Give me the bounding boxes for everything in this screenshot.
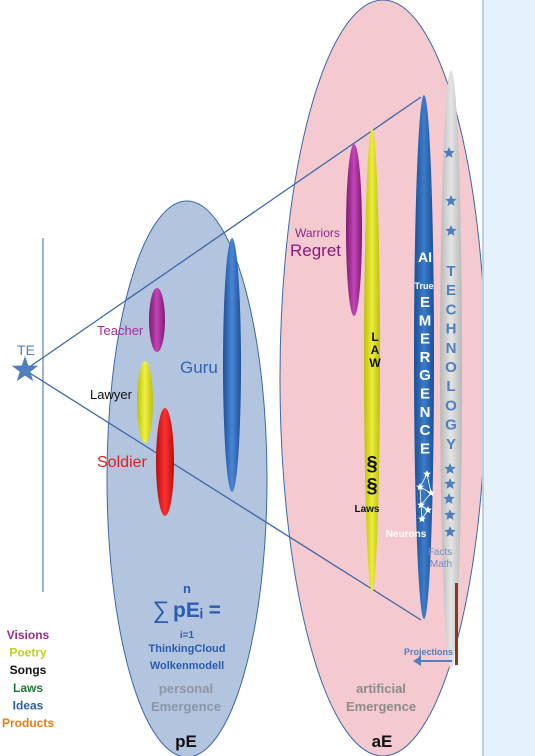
technology-letter: G (445, 417, 457, 434)
law-letter: A (371, 343, 380, 357)
emergence-letter: R (420, 349, 431, 366)
law-letter: W (369, 356, 381, 370)
pe-caption-2: Emergence (151, 699, 221, 714)
teacher-shape (149, 288, 165, 352)
star-icon (444, 478, 456, 489)
legend-item: Laws (13, 681, 43, 695)
technology-letter: Y (446, 436, 456, 453)
te-star-icon (11, 356, 39, 382)
legend-item: Ideas (13, 698, 44, 712)
law-vertical-text: LAW (369, 330, 381, 370)
soldier-label: Soldier (97, 454, 147, 471)
formula-n: n (183, 581, 191, 596)
star-icon (443, 147, 455, 158)
te-label: TE (17, 342, 35, 358)
legend-item: Products (2, 716, 54, 730)
ae-caption-2: Emergence (346, 699, 416, 714)
pe-ellipse (106, 200, 268, 756)
neurons-label: Neurons (386, 529, 427, 540)
star-icon (444, 526, 456, 537)
neuron-network (416, 470, 435, 523)
star-icon (443, 493, 455, 504)
star-icon (444, 463, 456, 474)
legend-item: Poetry (9, 646, 47, 660)
lawyer-shape (137, 361, 153, 443)
emergence-letter: C (420, 422, 431, 439)
guru-shape (223, 238, 241, 492)
emergence-letter: E (420, 331, 430, 348)
soldier-shape (156, 408, 174, 516)
star-icon (427, 489, 435, 497)
pe-label: pE (175, 732, 197, 751)
technology-letter: L (446, 378, 455, 395)
regret-shape (346, 144, 362, 316)
wolkenmodell-label: Wolkenmodell (150, 660, 224, 672)
side-panel (482, 0, 535, 756)
technology-letter: H (446, 321, 457, 338)
lawyer-label: Lawyer (90, 387, 133, 402)
emergence-letter: E (420, 440, 430, 457)
emergence-letter: M (419, 312, 432, 329)
paragraph-sign: § (366, 475, 377, 497)
technology-letter: O (445, 397, 457, 414)
thinking-cloud-label: ThinkingCloud (149, 643, 226, 655)
legend-item: Visions (7, 628, 50, 642)
law-letter: L (371, 330, 378, 344)
paragraph-sign: § (366, 453, 377, 475)
star-icon (417, 501, 425, 509)
star-icon (416, 483, 424, 491)
projections-arrow-icon (413, 656, 421, 666)
legend-item: Songs (10, 663, 47, 677)
technology-letter: E (446, 282, 456, 299)
technology-letter: C (446, 301, 457, 318)
projections-bar (455, 583, 458, 665)
formula-i: i=1 (180, 630, 195, 641)
emergence-letter: N (420, 404, 431, 421)
laws-label: Laws (354, 504, 379, 515)
regret-label: Regret (290, 241, 341, 260)
formula-sigma: ∑ (152, 597, 169, 624)
facts-label: Facts (428, 547, 452, 558)
technology-letter: T (446, 263, 455, 280)
emergence-letter: E (420, 386, 430, 403)
paragraph-signs: §§ (366, 453, 377, 497)
star-icon (445, 195, 457, 206)
emergence-letter: E (420, 294, 430, 311)
star-icon (418, 515, 426, 523)
ae-label: aE (372, 732, 393, 751)
ae-caption-1: artificial (356, 681, 406, 696)
formula-main: pEᵢ = (173, 599, 221, 622)
technology-shape (440, 70, 462, 670)
guru-label: Guru (180, 358, 218, 377)
pe-caption-1: personal (159, 681, 213, 696)
star-icon (444, 509, 456, 520)
projections-label: Projections (404, 647, 453, 657)
technology-letter: O (445, 359, 457, 376)
cone-line-top (24, 96, 422, 371)
emergence-diagram: TE Teacher Lawyer Soldier Guru n ∑ pEᵢ =… (2, 0, 482, 756)
star-icon (423, 470, 431, 478)
math-label: Math (430, 559, 452, 570)
star-icon (424, 506, 432, 514)
neuron-link (426, 473, 432, 494)
true-label: True (414, 281, 433, 291)
technology-letter: N (446, 340, 457, 357)
emergence-letter: G (419, 367, 431, 384)
law-shape (364, 128, 380, 592)
warriors-label: Warriors (295, 226, 340, 240)
teacher-label: Teacher (97, 323, 144, 338)
technology-stars (443, 147, 457, 537)
star-icon (445, 225, 457, 236)
cone-line-bottom (24, 369, 422, 621)
ai-label: AI (418, 249, 432, 265)
